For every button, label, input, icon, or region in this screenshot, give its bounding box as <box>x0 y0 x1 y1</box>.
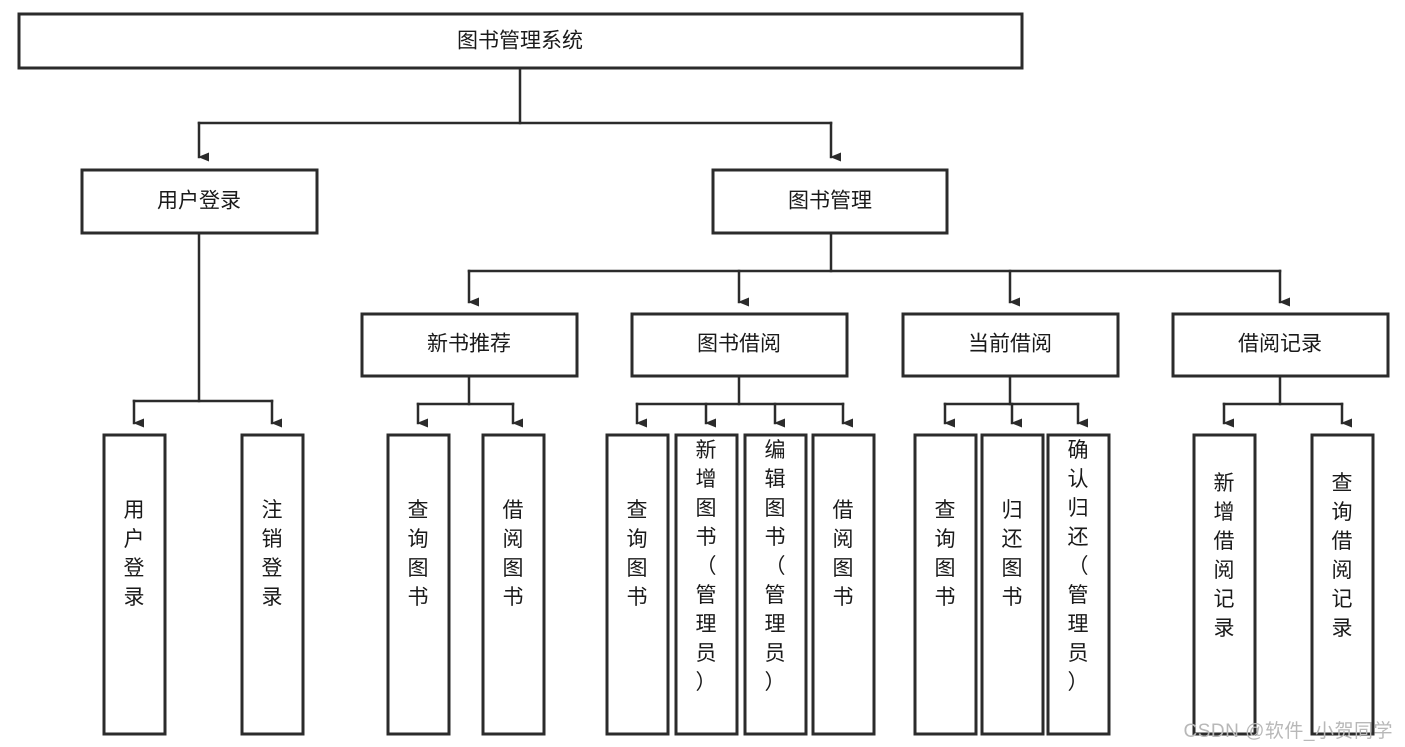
edges-root-to-level2 <box>197 66 841 162</box>
leaf-label-query-book-recommend: 查询图书 <box>408 499 429 609</box>
leaf-label-user-login: 用户登录 <box>124 499 145 609</box>
leaf-node-user-login[interactable]: 用户登录 <box>102 433 167 736</box>
leaf-label-borrow-book: 借阅图书 <box>833 499 854 609</box>
leaf-label-logout: 注销登录 <box>262 499 283 609</box>
leaf-node-logout[interactable]: 注销登录 <box>240 433 305 736</box>
user-login-label: 用户登录 <box>157 190 241 213</box>
book-management-label: 图书管理 <box>788 190 872 213</box>
borrow-record-box[interactable] <box>1171 312 1390 378</box>
leaf-label-add-book: 新增图书（管理员） <box>696 439 717 694</box>
current-borrow-box[interactable] <box>901 312 1120 378</box>
leaf-node-query-book-current[interactable]: 查询图书 <box>913 433 978 736</box>
root-box[interactable] <box>17 12 1024 70</box>
edges-new-book-recommend-to-leaves <box>416 374 523 428</box>
book-management-box[interactable] <box>711 168 949 235</box>
user-login-box[interactable] <box>80 168 319 235</box>
leaf-box-borrow-book-recommend[interactable] <box>481 433 546 736</box>
leaf-label-add-borrow-record: 新增借阅记录 <box>1214 472 1235 640</box>
leaf-box-add-book[interactable] <box>674 433 739 736</box>
leaf-label-query-borrow-record: 查询借阅记录 <box>1332 472 1353 640</box>
leaf-box-return-book[interactable] <box>980 433 1045 736</box>
new-book-recommend-box[interactable] <box>360 312 579 378</box>
current-borrow-label: 当前借阅 <box>968 333 1052 356</box>
leaf-node-add-book[interactable]: 新增图书（管理员） <box>674 433 739 736</box>
node-book-management[interactable]: 图书管理 <box>711 168 949 235</box>
leaf-node-confirm-return[interactable]: 确认归还（管理员） <box>1046 433 1111 736</box>
leaf-node-query-book-recommend[interactable]: 查询图书 <box>386 433 451 736</box>
edges-book-management-to-level3 <box>467 231 1290 307</box>
node-new-book-recommend[interactable]: 新书推荐 <box>360 312 579 378</box>
leaf-label-confirm-return: 确认归还（管理员） <box>1068 439 1089 694</box>
edges-book-borrow-to-leaves <box>635 374 853 428</box>
leaf-box-edit-book[interactable] <box>743 433 808 736</box>
leaf-node-return-book[interactable]: 归还图书 <box>980 433 1045 736</box>
node-user-login[interactable]: 用户登录 <box>80 168 319 235</box>
leaf-node-borrow-book-recommend[interactable]: 借阅图书 <box>481 433 546 736</box>
node-root-book-management-system[interactable]: 图书管理系统 <box>17 12 1024 70</box>
new-book-recommend-label: 新书推荐 <box>427 333 511 356</box>
book-borrow-box[interactable] <box>630 312 849 378</box>
leaf-node-borrow-book[interactable]: 借阅图书 <box>811 433 876 736</box>
node-book-borrow[interactable]: 图书借阅 <box>630 312 849 378</box>
leaf-box-user-login[interactable] <box>102 433 167 736</box>
leaf-node-edit-book[interactable]: 编辑图书（管理员） <box>743 433 808 736</box>
edges-borrow-record-to-leaves <box>1222 374 1352 428</box>
leaf-box-logout[interactable] <box>240 433 305 736</box>
leaf-label-edit-book: 编辑图书（管理员） <box>765 439 786 694</box>
leaf-box-query-borrow-record[interactable] <box>1310 433 1375 736</box>
node-borrow-record[interactable]: 借阅记录 <box>1171 312 1390 378</box>
leaf-node-query-book-borrow[interactable]: 查询图书 <box>605 433 670 736</box>
leaf-label-return-book: 归还图书 <box>1002 499 1023 609</box>
leaf-node-add-borrow-record[interactable]: 新增借阅记录 <box>1192 433 1257 736</box>
leaf-box-query-book-borrow[interactable] <box>605 433 670 736</box>
leaf-box-query-book-current[interactable] <box>913 433 978 736</box>
leaf-box-query-book-recommend[interactable] <box>386 433 451 736</box>
leaf-box-borrow-book[interactable] <box>811 433 876 736</box>
book-borrow-label: 图书借阅 <box>697 333 781 356</box>
leaf-box-confirm-return[interactable] <box>1046 433 1111 736</box>
leaf-label-query-book-current: 查询图书 <box>935 499 956 609</box>
edges-current-borrow-to-leaves <box>943 374 1088 428</box>
leaf-node-query-borrow-record[interactable]: 查询借阅记录 <box>1310 433 1375 736</box>
edges-user-login-to-leaves <box>132 231 282 428</box>
leaf-label-borrow-book-recommend: 借阅图书 <box>503 499 524 609</box>
node-current-borrow[interactable]: 当前借阅 <box>901 312 1120 378</box>
borrow-record-label: 借阅记录 <box>1238 333 1322 356</box>
leaf-box-add-borrow-record[interactable] <box>1192 433 1257 736</box>
leaf-label-query-book-borrow: 查询图书 <box>627 499 648 609</box>
root-label: 图书管理系统 <box>457 30 583 53</box>
